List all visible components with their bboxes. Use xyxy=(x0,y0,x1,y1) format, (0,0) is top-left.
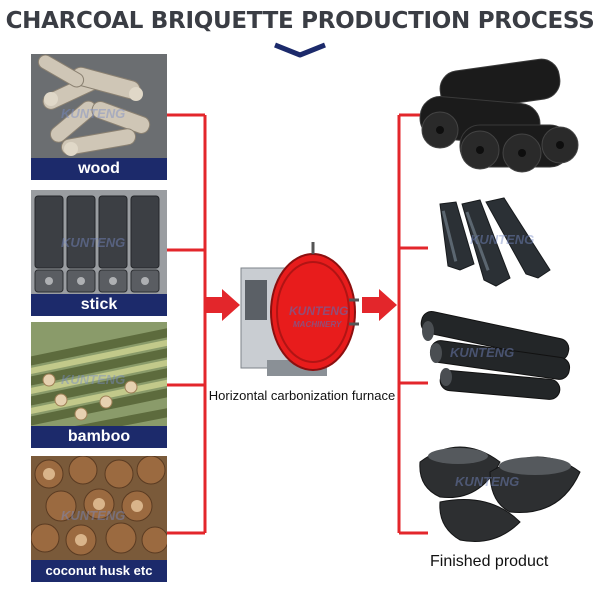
charcoal-bamboo-image xyxy=(420,311,571,400)
finished-product-caption: Finished product xyxy=(430,553,549,570)
output-coconut-shell-charcoal: KUNTENG xyxy=(400,432,586,552)
input-label: wood xyxy=(31,158,167,180)
chevron-down-icon xyxy=(274,42,326,58)
page-title: CHARCOAL BRIQUETTE PRODUCTION PROCESS xyxy=(5,8,595,34)
input-wood: KUNTENG wood xyxy=(31,54,167,180)
furnace-caption: Horizontal carbonization furnace xyxy=(208,388,396,403)
input-label: stick xyxy=(31,294,167,316)
arrow-right-icon xyxy=(362,289,397,321)
arrow-right-icon xyxy=(205,289,240,321)
output-charcoal-sticks: KUNTENG xyxy=(400,190,586,310)
input-label: bamboo xyxy=(31,426,167,448)
coconut-shell-charcoal-image xyxy=(419,446,581,543)
wood-image xyxy=(31,54,167,180)
input-stick: KUNTENG stick xyxy=(31,190,167,316)
carbonization-furnace: KUNTENG MACHINERY xyxy=(237,240,361,380)
output-charcoal-briquettes-hex xyxy=(400,55,586,175)
output-charcoal-bamboo: KUNTENG xyxy=(400,305,586,425)
input-label: coconut husk etc xyxy=(31,560,167,582)
charcoal-briquettes-image xyxy=(419,58,579,173)
input-coconut-husk: KUNTENG coconut husk etc xyxy=(31,456,167,582)
furnace-image xyxy=(240,242,359,376)
charcoal-sticks-image xyxy=(439,197,551,287)
input-bamboo: KUNTENG bamboo xyxy=(31,322,167,448)
